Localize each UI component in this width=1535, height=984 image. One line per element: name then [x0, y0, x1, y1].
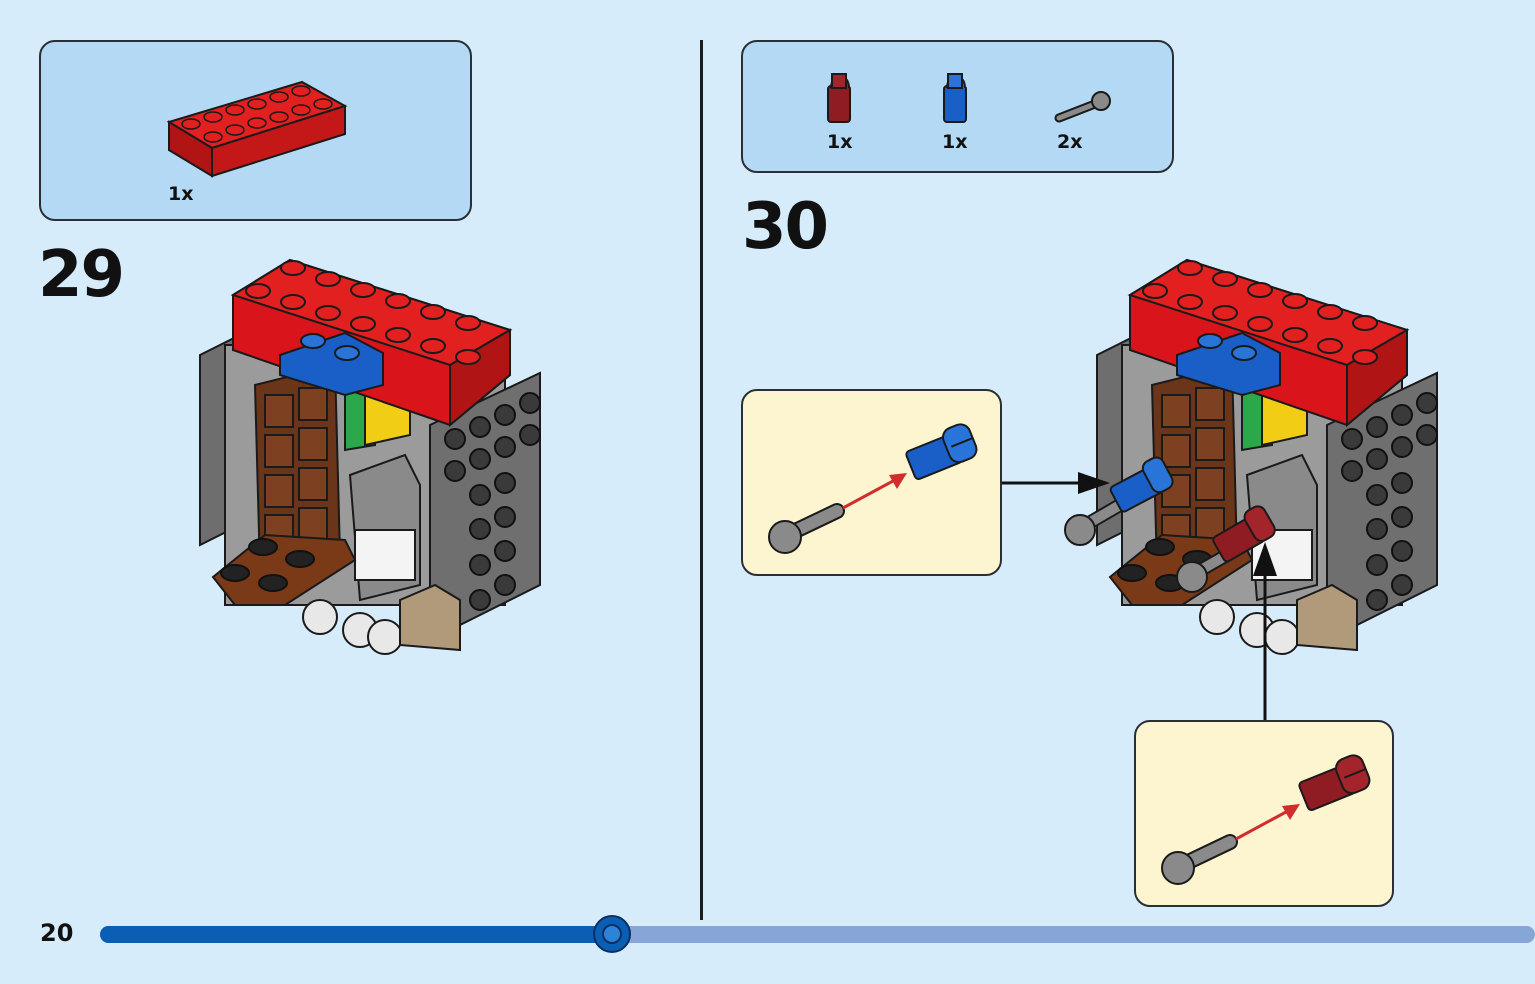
- step-number-30: 30: [742, 190, 829, 264]
- part-quantity: 1x: [168, 183, 194, 205]
- step-29-model-illustration: [199, 258, 541, 655]
- part-quantity: 2x: [1057, 131, 1083, 153]
- part-quantity: 1x: [942, 131, 968, 153]
- blue-clip-assembly-illustration: [768, 423, 978, 554]
- page-number: 20: [40, 919, 74, 947]
- progress-bar-fill: [100, 926, 613, 943]
- callout-arrow-horizontal: [1002, 472, 1110, 494]
- step-divider: [700, 40, 703, 920]
- part-quantity: 1x: [827, 131, 853, 153]
- step-30-parts-box: 1x 1x 2x: [741, 40, 1174, 173]
- step-29-parts-box: 1x: [39, 40, 472, 221]
- grey-bar-part-icon: [1054, 91, 1111, 123]
- blue-clip-callout: [741, 389, 1002, 576]
- dark-red-clip-part-icon: [827, 73, 851, 123]
- progress-bar-handle[interactable]: [593, 915, 632, 953]
- callout-arrow-vertical: [1253, 542, 1277, 722]
- dark-red-clip-callout: [1134, 720, 1394, 907]
- step-number-29: 29: [38, 238, 125, 312]
- red-brick-part-icon: [166, 80, 348, 178]
- blue-clip-part-icon: [943, 73, 967, 123]
- step-30-model-illustration: [1064, 258, 1438, 655]
- dark-red-clip-assembly-illustration: [1161, 754, 1371, 885]
